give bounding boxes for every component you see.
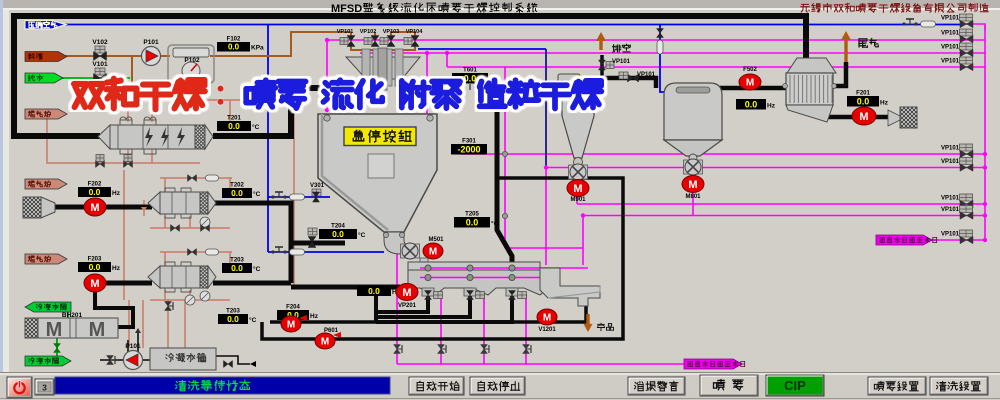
svg-text:0.0: 0.0 [228,43,240,52]
svg-text:0.0: 0.0 [89,187,101,197]
svg-text:T205: T205 [465,212,479,218]
svg-text:0.0: 0.0 [332,229,344,239]
svg-text:MFSD: MFSD [331,3,362,15]
svg-text:VP102: VP102 [360,29,377,35]
svg-text:Hz: Hz [310,313,319,320]
svg-text:T601: T601 [463,68,477,74]
svg-text:VP101: VP101 [941,232,960,238]
svg-text:0.0: 0.0 [368,286,380,296]
svg-text:T202: T202 [230,183,244,189]
svg-text:F202: F202 [88,182,102,188]
svg-text:0.0: 0.0 [231,263,243,273]
svg-text:V301: V301 [310,183,325,189]
svg-text:P601: P601 [324,328,339,334]
svg-text:F502: F502 [743,67,757,73]
svg-text:KPa: KPa [251,45,264,52]
svg-text:0.0: 0.0 [466,218,479,228]
svg-text:M: M [543,313,551,324]
svg-text:0.0: 0.0 [857,97,870,107]
svg-text:VP101: VP101 [637,72,656,78]
svg-text:VP101: VP101 [941,207,960,213]
svg-text:M: M [287,320,295,331]
svg-text:M: M [573,183,582,195]
svg-text:M: M [859,111,868,123]
svg-text:M: M [89,319,106,341]
svg-text:T201: T201 [227,116,241,122]
svg-text:T203: T203 [230,258,244,264]
svg-text:0.0: 0.0 [228,121,240,131]
svg-text:0.0: 0.0 [745,100,758,110]
svg-text:Hz: Hz [880,100,889,107]
svg-text:M801: M801 [685,194,701,200]
svg-text:V101: V101 [92,61,108,68]
svg-text:VP101: VP101 [941,146,960,152]
svg-text:M: M [90,278,99,290]
svg-text:VP201: VP201 [398,303,417,309]
svg-text:VP104: VP104 [406,29,423,35]
svg-text:F102: F102 [227,37,241,43]
svg-text:M901: M901 [570,197,586,203]
svg-text:°C: °C [253,190,261,198]
svg-text:M: M [688,179,697,191]
svg-text:VP101: VP101 [941,159,960,165]
svg-text:F204: F204 [286,305,300,311]
svg-text:VP101: VP101 [612,59,631,65]
svg-text:VP101: VP101 [941,31,960,37]
svg-text:0.0: 0.0 [287,310,299,320]
svg-text:3: 3 [42,383,47,393]
svg-text:°C: °C [358,231,366,239]
svg-text:F203: F203 [88,257,102,263]
svg-text:0.0: 0.0 [231,188,243,198]
svg-text:V1201: V1201 [538,327,556,333]
svg-text:Hz: Hz [112,265,121,272]
svg-text:V102: V102 [92,39,108,46]
svg-text:°C: °C [252,123,260,131]
svg-text:-2000: -2000 [457,145,480,155]
svg-text:P102: P102 [184,57,200,64]
svg-text:VP101: VP101 [337,29,354,35]
svg-text:VP101: VP101 [941,45,960,51]
svg-text:F301: F301 [462,139,476,145]
svg-text:CIP: CIP [784,378,806,393]
svg-text:M: M [90,202,99,214]
svg-text:F201: F201 [856,91,870,97]
svg-text:P101: P101 [125,343,141,350]
svg-text:M: M [46,319,63,341]
svg-text:M501: M501 [428,237,444,243]
svg-text:VP101: VP101 [941,196,960,202]
svg-text:0.0: 0.0 [89,262,101,272]
svg-text:°C: °C [491,220,499,228]
svg-text:°C: °C [253,265,261,273]
svg-text:T203: T203 [226,309,240,315]
svg-text:M: M [746,78,754,89]
svg-text:VP103: VP103 [383,29,400,35]
svg-text:VP101: VP101 [941,59,960,65]
svg-text:Hz: Hz [767,103,776,110]
svg-text:M: M [429,247,437,258]
svg-text:0.0: 0.0 [227,314,239,324]
svg-text:P101: P101 [143,39,159,46]
svg-text:0.0: 0.0 [464,74,477,84]
svg-text:°C: °C [249,316,257,324]
svg-text:VP101: VP101 [941,16,960,22]
svg-text:M: M [321,337,329,348]
svg-text:BH201: BH201 [62,312,83,319]
svg-text:T204: T204 [331,224,345,230]
svg-text:M: M [402,287,411,299]
svg-text:Hz: Hz [112,190,121,197]
